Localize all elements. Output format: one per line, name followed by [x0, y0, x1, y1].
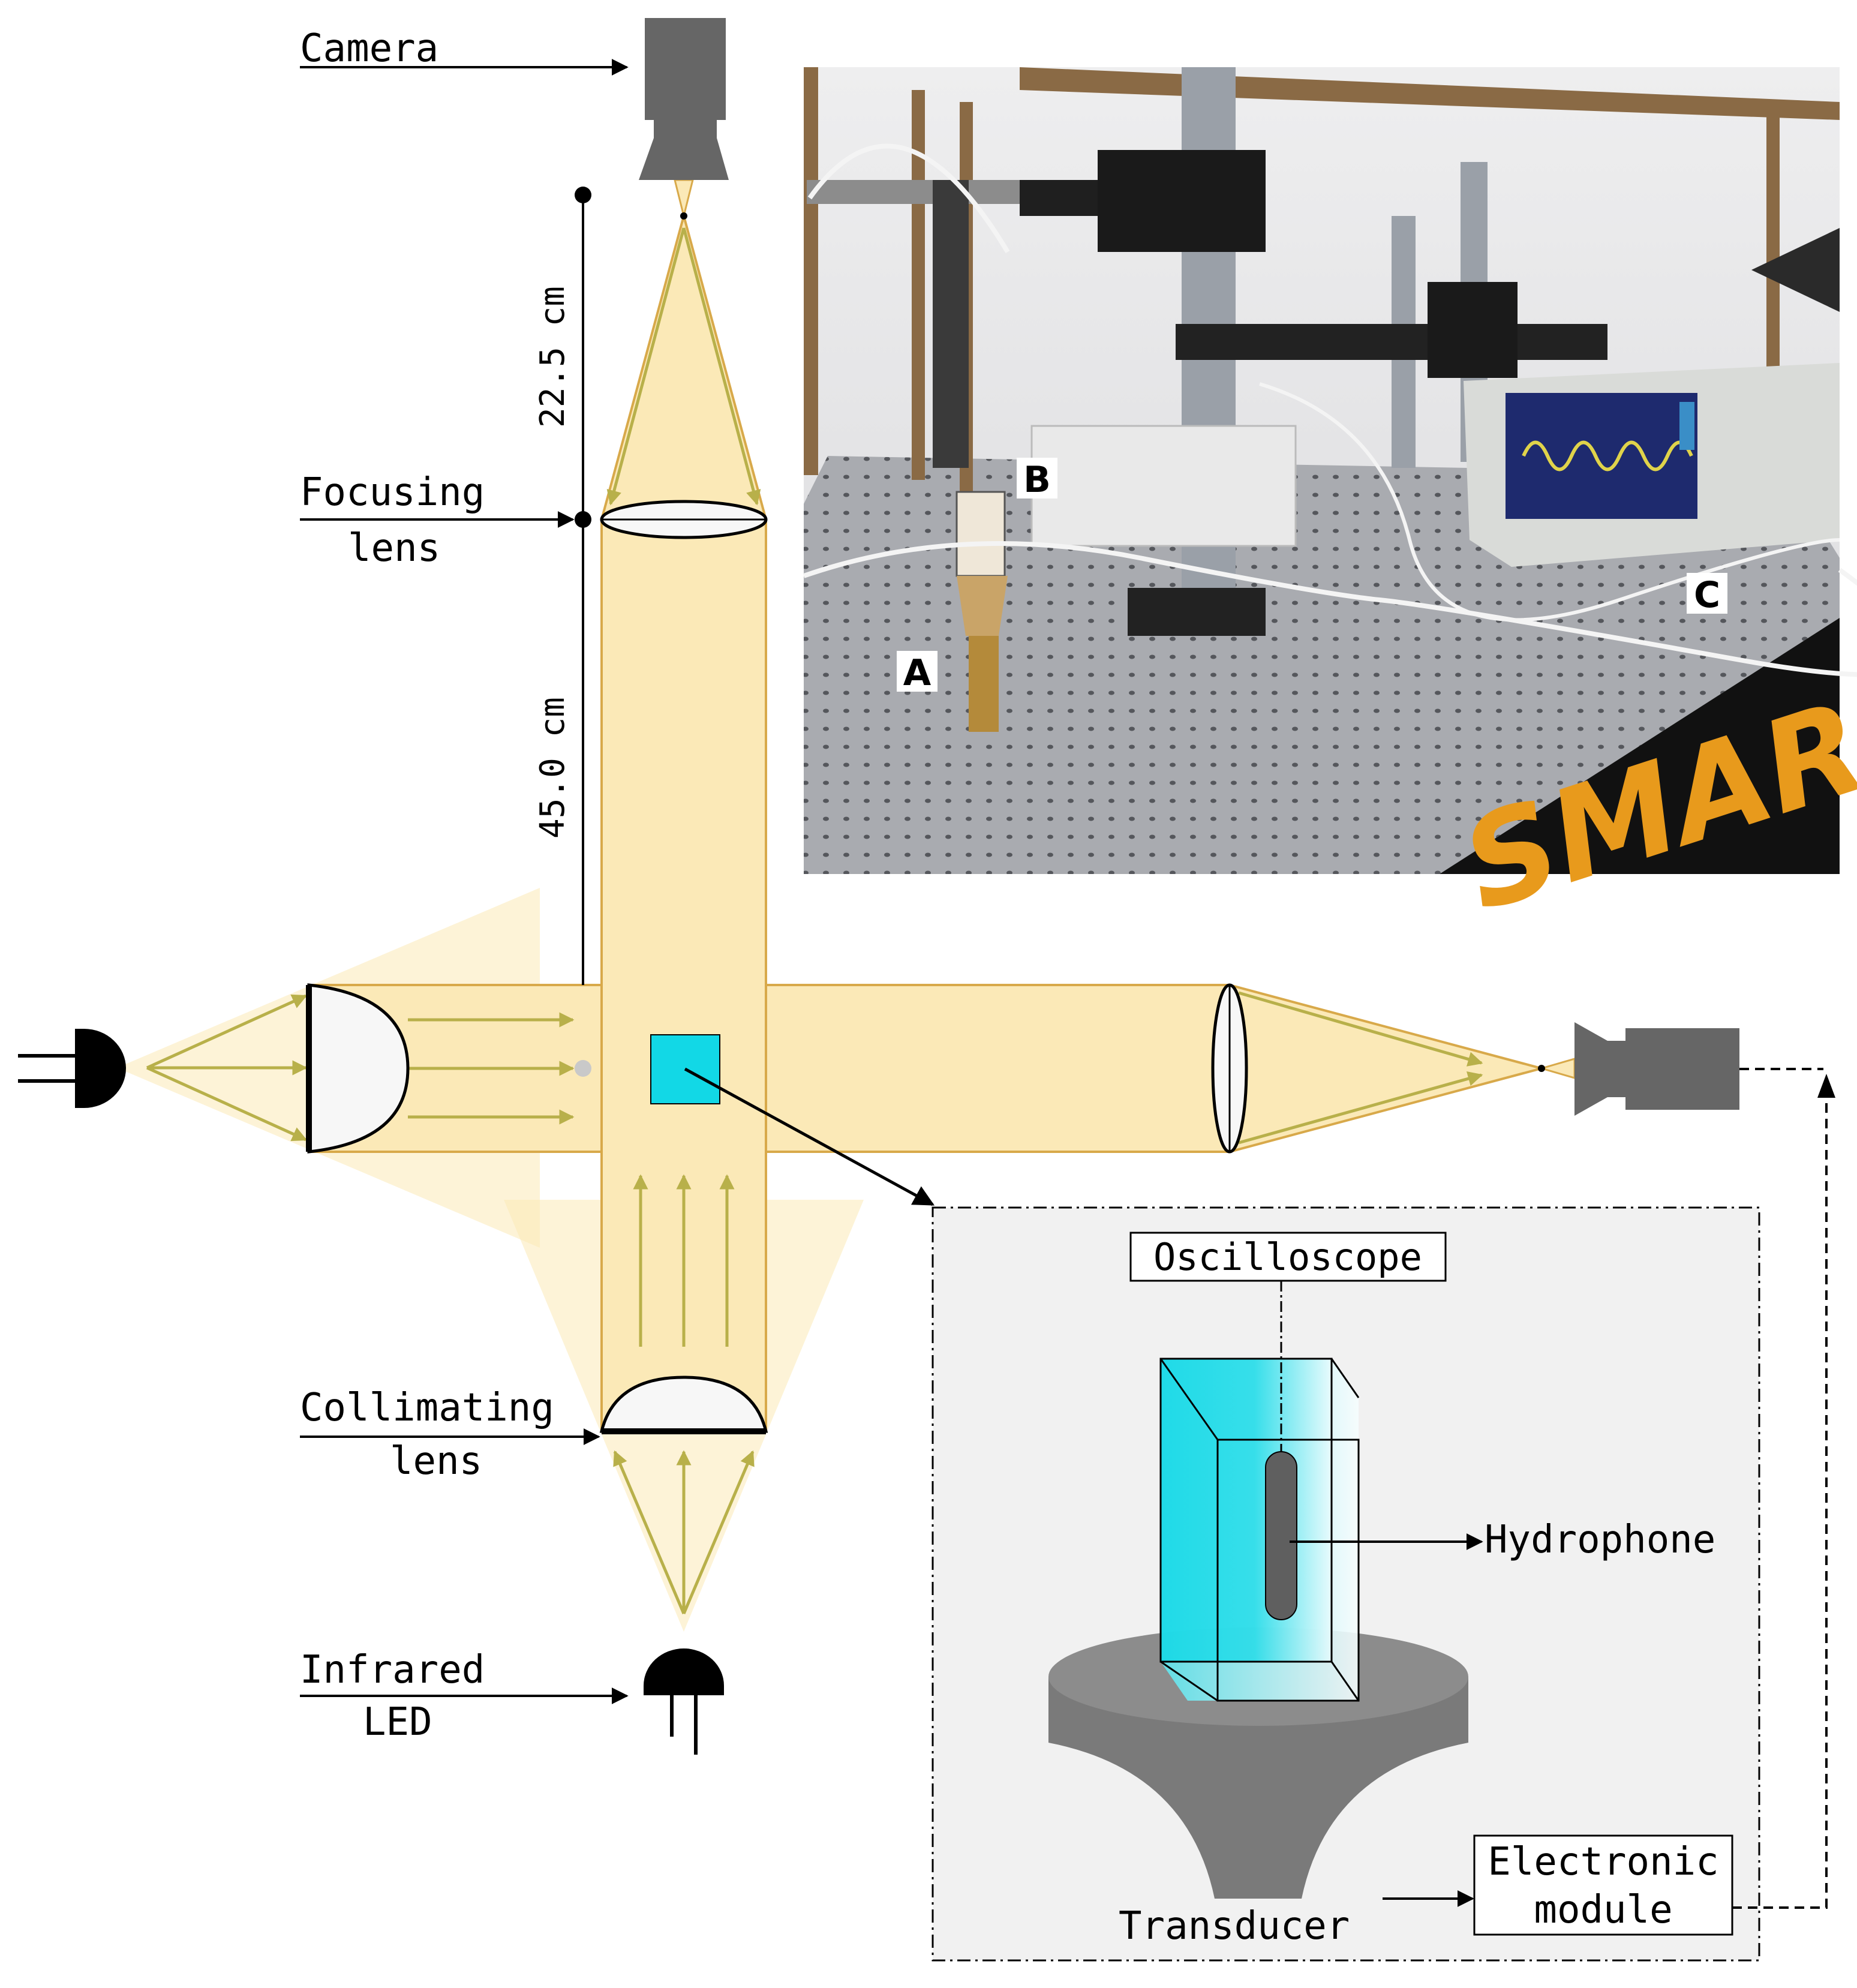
collimating-lens-label-1: Collimating — [300, 1386, 554, 1430]
ray-arrows — [146, 227, 1483, 1614]
marker-c-box — [1687, 573, 1727, 614]
hydrophone-probe — [1265, 1451, 1297, 1620]
ruler-end-dot — [575, 187, 591, 203]
ray-arrow — [682, 227, 761, 506]
cuvette-3d — [1159, 1281, 1360, 1702]
infrared-led-label-2: LED — [363, 1700, 432, 1744]
ray-arrow — [1238, 991, 1483, 1067]
ray-arrow — [682, 1450, 755, 1614]
ray-arrow — [606, 227, 686, 506]
ray-arrow — [146, 1066, 308, 1142]
marker-b-box — [1017, 458, 1057, 498]
ray-arrow — [613, 1450, 686, 1614]
focusing-lens-label-2: lens — [348, 526, 440, 570]
distance-bottom-label: 45.0 cm — [533, 697, 572, 839]
camera-icon-right — [1574, 1022, 1739, 1116]
transducer-label: Transducer — [1119, 1904, 1350, 1948]
marker-c: C — [1694, 574, 1720, 616]
camera-cone-top — [674, 179, 694, 217]
hydrophone-label: Hydrophone — [1485, 1518, 1715, 1562]
feedback-connector — [1732, 1068, 1828, 1909]
electronic-module-label-1: Electronic — [1488, 1840, 1718, 1884]
oscilloscope-box — [1129, 1232, 1447, 1282]
marker-a: A — [903, 652, 931, 694]
focus-cone-right — [1228, 983, 1546, 1154]
distance-ruler: 22.5 cm 45.0 cm — [533, 187, 591, 1077]
focusing-lens-label-1: Focusing — [300, 470, 485, 515]
left-collimating-lens — [306, 983, 410, 1154]
focus-cone-camera — [600, 211, 768, 521]
infrared-led-icon — [644, 1648, 724, 1755]
ruler-mid-dot — [575, 511, 591, 528]
electronic-module-label-2: module — [1534, 1888, 1672, 1932]
oscilloscope-label: Oscilloscope — [1153, 1235, 1422, 1279]
left-led-icon — [18, 1029, 126, 1108]
camera-label: Camera — [300, 26, 438, 71]
marker-a-box — [897, 651, 937, 692]
ray-arrow — [146, 994, 308, 1070]
camera-cone-right — [1538, 1058, 1576, 1079]
infrared-led-label-1: Infrared — [300, 1648, 485, 1692]
focal-point-top — [680, 212, 687, 220]
focal-point-right — [1538, 1065, 1545, 1072]
electronic-module-box — [1473, 1834, 1733, 1936]
lenses — [306, 500, 1248, 1434]
photo-oscilloscope — [1464, 363, 1840, 567]
zoom-arrow — [684, 1067, 935, 1206]
lab-photo: SMAR — [803, 67, 1857, 940]
marker-b: B — [1023, 459, 1051, 501]
collimating-lens-label-2: lens — [390, 1439, 482, 1484]
focusing-lens-right — [1211, 983, 1248, 1154]
ruler-low-dot — [575, 1060, 591, 1077]
detail-inset: Oscilloscope Hydrophone Transducer Elect… — [931, 1206, 1760, 1962]
bottom-collimating-lens — [599, 1376, 768, 1434]
focusing-lens-top — [600, 500, 768, 539]
distance-top-label: 22.5 cm — [533, 286, 572, 428]
ray-arrow — [1238, 1071, 1483, 1145]
feedback-arrowhead — [1817, 1074, 1835, 1098]
component-labels: Camera Focusing lens Collimating lens In… — [300, 26, 629, 1744]
camera-icon-top — [639, 18, 729, 180]
